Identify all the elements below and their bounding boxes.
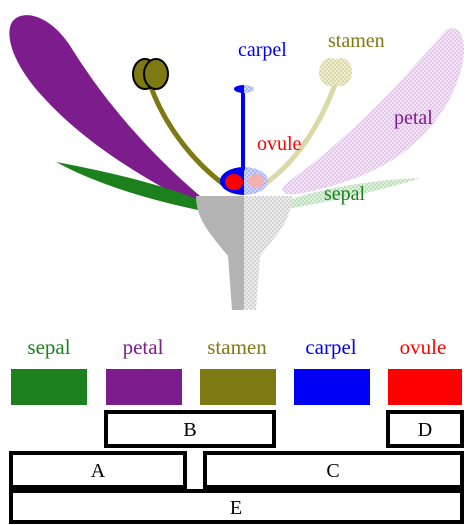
gene-box-d-label: D xyxy=(418,419,432,441)
legend-label-carpel: carpel xyxy=(305,335,356,359)
legend-swatch-carpel xyxy=(294,369,370,405)
label-sepal: sepal xyxy=(324,183,366,205)
gene-box-a: A xyxy=(9,451,187,489)
gene-box-b: B xyxy=(104,410,276,448)
flower-illustration: carpel stamen petal ovule sepal xyxy=(9,15,465,310)
legend-label-ovule: ovule xyxy=(400,335,447,359)
gene-box-e-label: E xyxy=(230,497,242,519)
petal-left xyxy=(9,15,204,205)
gene-box-d: D xyxy=(386,410,464,448)
legend-swatch-petal xyxy=(106,369,182,405)
petal-right xyxy=(282,28,465,195)
legend-swatch-stamen xyxy=(200,369,276,405)
sepal-left xyxy=(56,162,215,211)
label-carpel: carpel xyxy=(238,39,287,61)
stamen-filament-left xyxy=(147,83,228,189)
legend-swatch-ovule xyxy=(388,369,462,405)
gene-box-c: C xyxy=(203,451,464,489)
legend-label-sepal: sepal xyxy=(27,335,70,359)
label-petal: petal xyxy=(394,107,433,129)
legend-label-stamen: stamen xyxy=(207,335,267,359)
gene-box-c-label: C xyxy=(326,460,339,482)
gene-box-a-label: A xyxy=(91,460,106,482)
ovule xyxy=(225,174,264,190)
stamen-filament-right xyxy=(260,81,339,189)
sepal-right xyxy=(276,178,420,209)
legend-label-petal: petal xyxy=(123,335,164,359)
gene-class-boxes: B D A C E xyxy=(9,410,464,524)
legend: sepal petal stamen carpel ovule xyxy=(11,335,462,405)
gene-box-b-label: B xyxy=(183,419,196,441)
label-stamen: stamen xyxy=(328,30,385,52)
label-ovule: ovule xyxy=(257,133,302,155)
legend-swatch-sepal xyxy=(11,369,87,405)
stamen-anther-left xyxy=(132,58,169,90)
receptacle xyxy=(196,196,292,310)
stamen-anther-right xyxy=(319,58,352,86)
gene-box-e: E xyxy=(9,489,464,524)
